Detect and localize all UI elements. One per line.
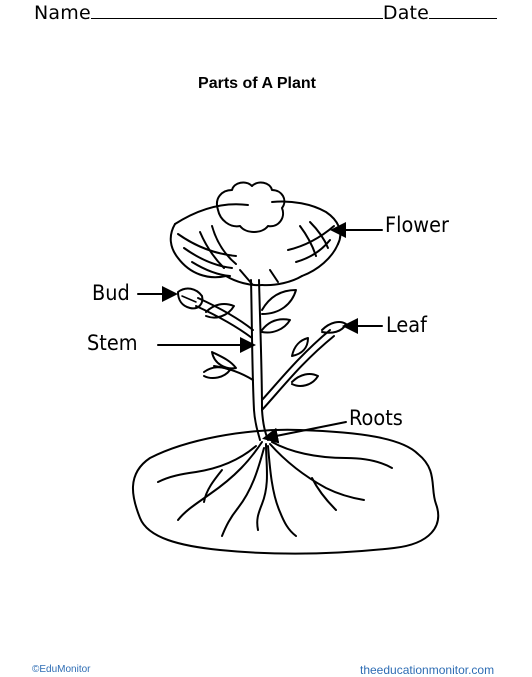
label-stem: Stem [87,331,138,355]
flower-petals [169,200,342,287]
label-bud: Bud [92,281,130,305]
soil-mound [131,428,440,555]
footer-website-link[interactable]: theeducationmonitor.com [360,663,495,677]
leaves [203,289,347,387]
date-label: Date [382,2,430,24]
date-blank[interactable] [429,4,498,19]
header-line: Name Date [34,2,504,24]
name-blank[interactable] [90,4,383,19]
name-label: Name [34,2,91,24]
label-leaf: Leaf [386,313,427,337]
roots-arrow [262,421,347,444]
roots [157,441,393,537]
label-flower: Flower [385,213,449,237]
footer-copyright: ©EduMonitor [32,664,91,675]
bud [177,287,204,310]
label-roots: Roots [349,406,403,430]
page-title: Parts of A Plant [198,75,316,92]
flower-center [216,181,286,233]
